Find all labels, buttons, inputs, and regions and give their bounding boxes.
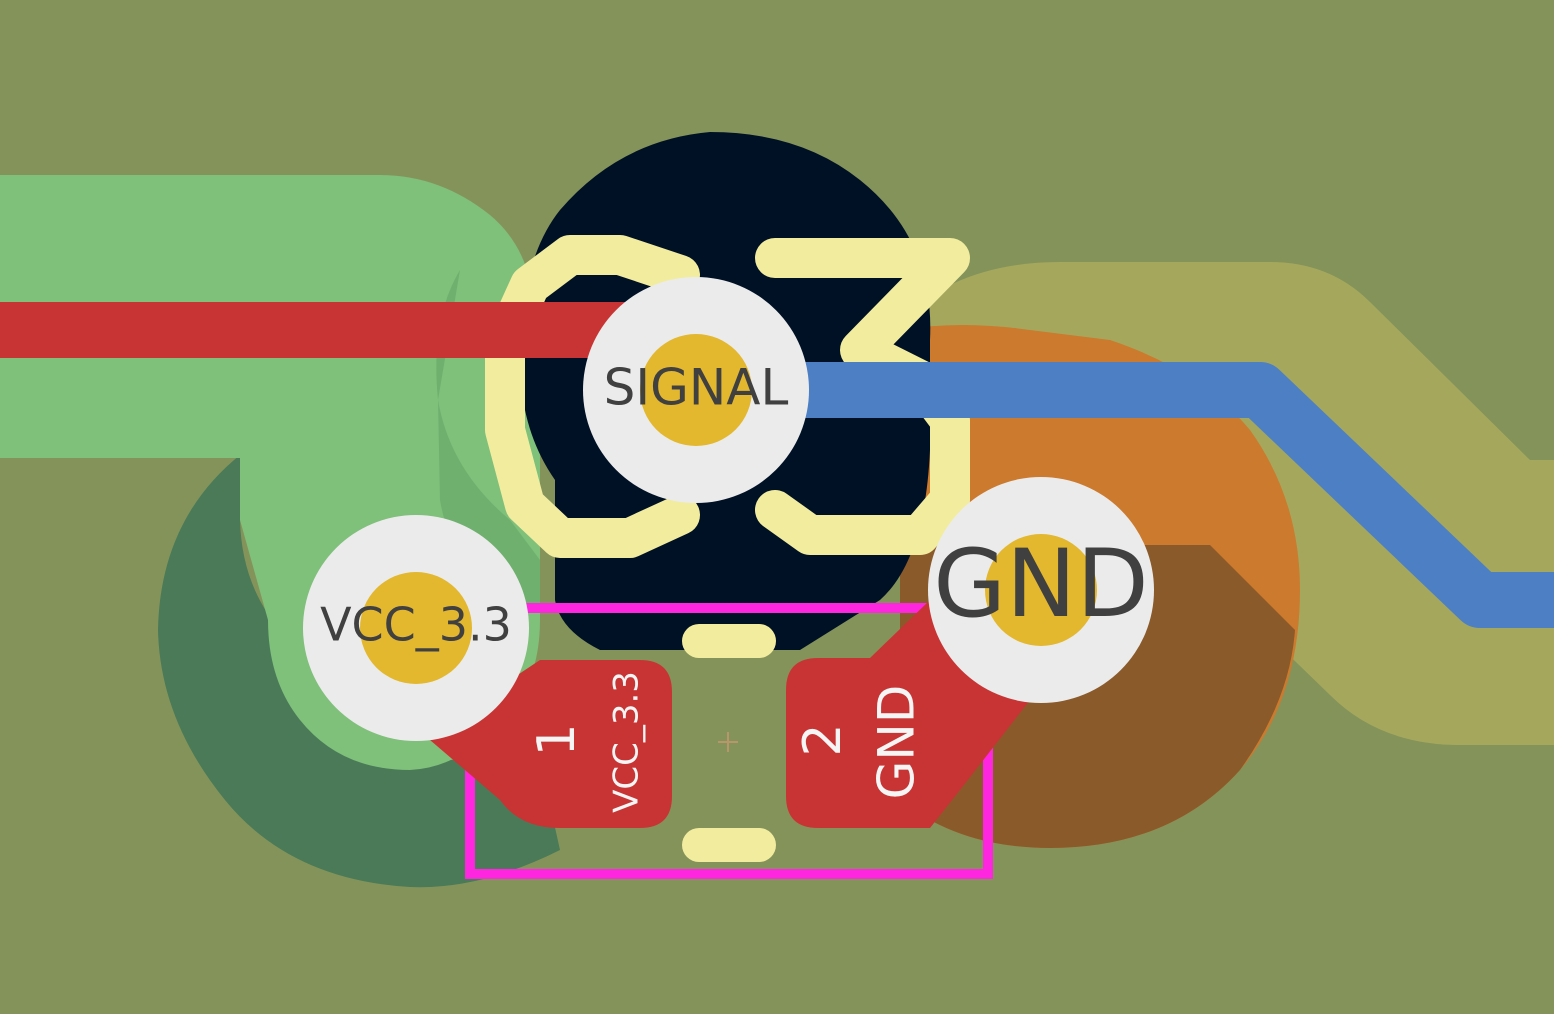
- pad-2-number: 2: [793, 723, 853, 756]
- dark-green-zone: [158, 455, 560, 888]
- pad-2-net-label: GND: [868, 685, 926, 800]
- via-signal-label: SIGNAL: [604, 359, 789, 417]
- via-signal[interactable]: SIGNAL: [583, 277, 809, 503]
- pad-1-net-label: VCC_3.3: [607, 671, 647, 813]
- via-vcc-drill: [360, 572, 472, 684]
- silkscreen-mark-top: [682, 624, 776, 658]
- back-trace[interactable]: [800, 362, 1554, 628]
- silkscreen-outline: [485, 235, 970, 558]
- via-gnd-drill: [985, 534, 1097, 646]
- via-gnd[interactable]: GND: [928, 477, 1154, 703]
- footprint-center-cross: [718, 732, 738, 752]
- via-vcc[interactable]: VCC_3.3: [303, 515, 529, 741]
- via-vcc-label: VCC_3.3: [320, 598, 512, 652]
- front-trace[interactable]: [0, 302, 700, 358]
- via-signal-drill: [640, 334, 752, 446]
- pad-1-number: 1: [527, 723, 587, 756]
- via-gnd-label: GND: [933, 530, 1149, 639]
- silkscreen-mark-bottom: [682, 828, 776, 862]
